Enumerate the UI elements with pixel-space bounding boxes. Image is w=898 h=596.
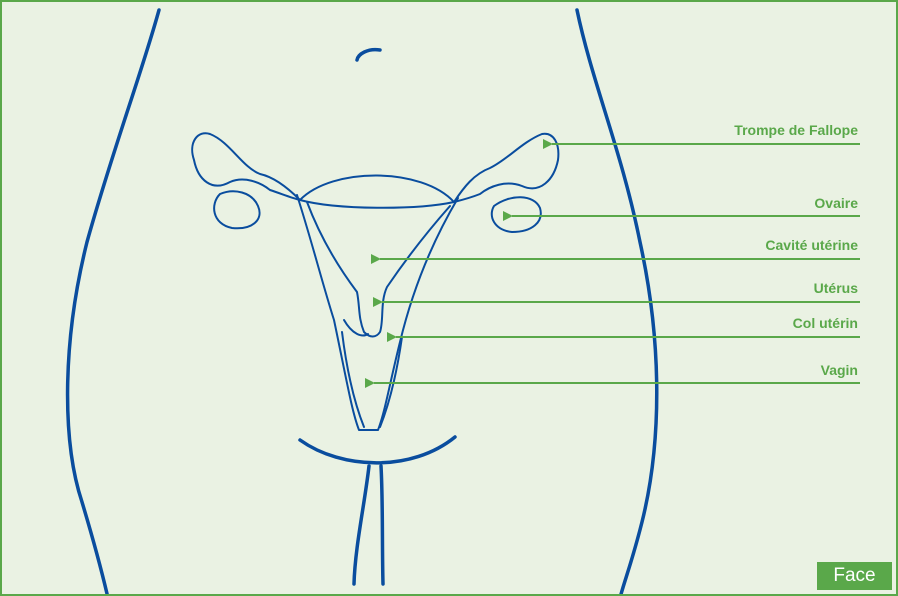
label-vagina: Vagin (821, 362, 858, 378)
right-ovary (492, 197, 541, 232)
reproductive-organs (192, 133, 558, 430)
fundus (300, 175, 454, 207)
annotation-arrows (374, 144, 860, 383)
left-thigh-line (354, 466, 369, 584)
right-thigh-line (381, 466, 383, 584)
left-ovary (214, 191, 259, 228)
pubic-line (300, 437, 455, 463)
label-uterus: Utérus (814, 280, 858, 296)
right-fallopian-tube (454, 134, 558, 202)
label-cervix: Col utérin (793, 315, 858, 331)
left-fallopian-tube (192, 133, 300, 200)
view-badge: Face (817, 562, 892, 590)
uterus-outer-wall (297, 195, 458, 430)
label-uterine-cavity: Cavité utérine (765, 237, 858, 253)
navel (357, 50, 380, 60)
uterine-cavity-outline (307, 202, 450, 337)
label-fallopian-tube: Trompe de Fallope (734, 122, 858, 138)
left-body-outline (68, 10, 159, 596)
label-ovary: Ovaire (814, 195, 858, 211)
